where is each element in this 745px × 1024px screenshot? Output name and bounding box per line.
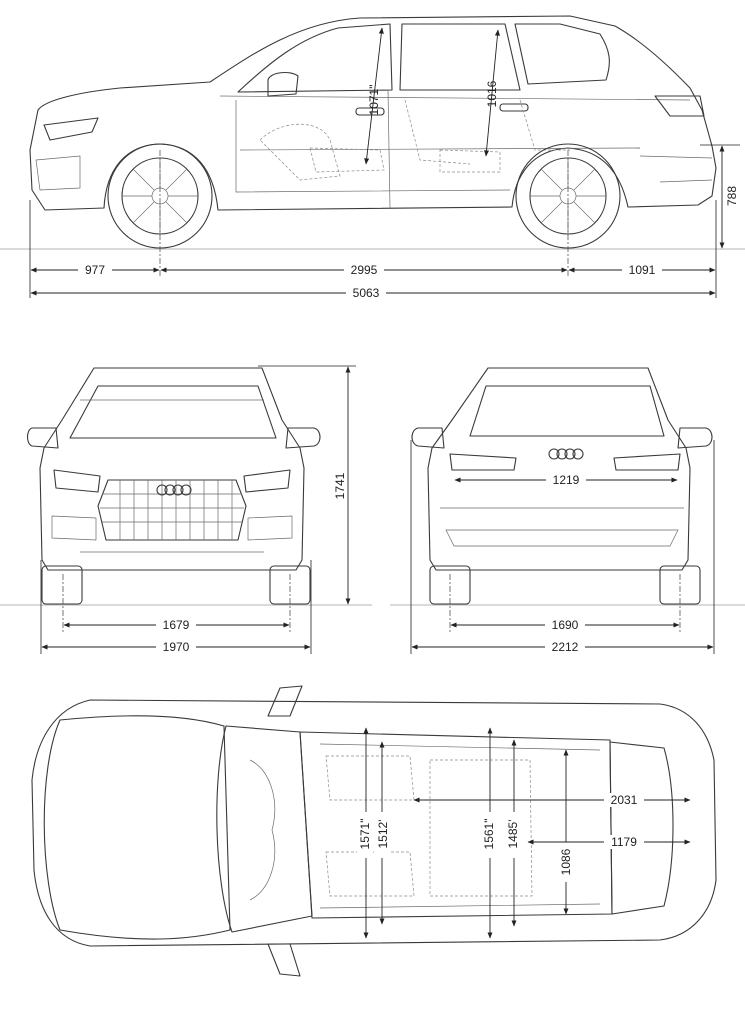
side-taillight bbox=[654, 95, 705, 117]
rear-four-rings-logo bbox=[548, 448, 584, 460]
rear-left-taillight bbox=[449, 453, 517, 471]
load-length-label: 1179 bbox=[611, 835, 637, 849]
side-windows bbox=[237, 23, 610, 93]
side-mirror bbox=[267, 71, 299, 97]
rear-right-taillight bbox=[613, 453, 681, 471]
rear-shoulder-room-label: 1561" bbox=[482, 819, 496, 850]
top-left-mirror bbox=[267, 685, 303, 717]
rear-right-mirror bbox=[677, 427, 713, 449]
top-view: 1571" 1512' 1561" 1485' 1086 2031 1179 bbox=[31, 685, 717, 977]
rear-window bbox=[469, 385, 665, 437]
front-left-mirror bbox=[26, 427, 59, 449]
load-length-max-label: 2031 bbox=[611, 793, 638, 807]
rear-body-outline bbox=[427, 367, 691, 571]
overall-length-label: 5063 bbox=[353, 286, 380, 300]
top-body-outline bbox=[31, 699, 717, 947]
tailgate-width-label: 1219 bbox=[553, 473, 580, 487]
rear-overhang-label: 1091 bbox=[629, 263, 656, 277]
front-view: 1741 1679 1970 bbox=[0, 365, 372, 654]
rear-headroom-label: 1016 bbox=[485, 80, 499, 107]
vehicle-width-label: 1970 bbox=[163, 640, 190, 654]
front-left-headlight bbox=[53, 469, 101, 493]
rear-track-label: 1690 bbox=[552, 618, 579, 632]
front-windshield bbox=[69, 385, 277, 439]
vehicle-height-label: 1741 bbox=[333, 472, 347, 499]
side-headlight bbox=[43, 117, 99, 141]
top-windshield bbox=[216, 725, 313, 933]
rear-elbow-room-label: 1485' bbox=[506, 820, 520, 849]
rear-view: 1219 1690 2212 bbox=[390, 367, 745, 654]
front-track-label: 1679 bbox=[163, 618, 190, 632]
front-right-headlight bbox=[243, 469, 291, 493]
front-four-rings-logo bbox=[156, 484, 192, 496]
top-hood bbox=[43, 715, 231, 940]
width-with-mirrors-label: 2212 bbox=[552, 640, 579, 654]
top-right-mirror bbox=[267, 943, 301, 977]
load-width-label: 1086 bbox=[559, 848, 573, 875]
front-overhang-label: 977 bbox=[85, 263, 105, 277]
front-right-mirror bbox=[285, 427, 321, 449]
front-elbow-room-label: 1512' bbox=[376, 820, 390, 849]
front-shoulder-room-label: 1571" bbox=[358, 819, 372, 850]
side-view: 1071" 1016 788 977 2995 1091 5063 bbox=[0, 15, 745, 300]
front-left-tyre bbox=[41, 565, 83, 605]
rear-left-mirror bbox=[411, 427, 445, 449]
top-rear-window bbox=[609, 741, 674, 915]
wheelbase-label: 2995 bbox=[351, 263, 378, 277]
front-headroom-label: 1071" bbox=[367, 85, 381, 116]
rear-height-label: 788 bbox=[725, 186, 739, 206]
front-body-outline bbox=[39, 367, 305, 571]
front-grille bbox=[97, 479, 247, 541]
